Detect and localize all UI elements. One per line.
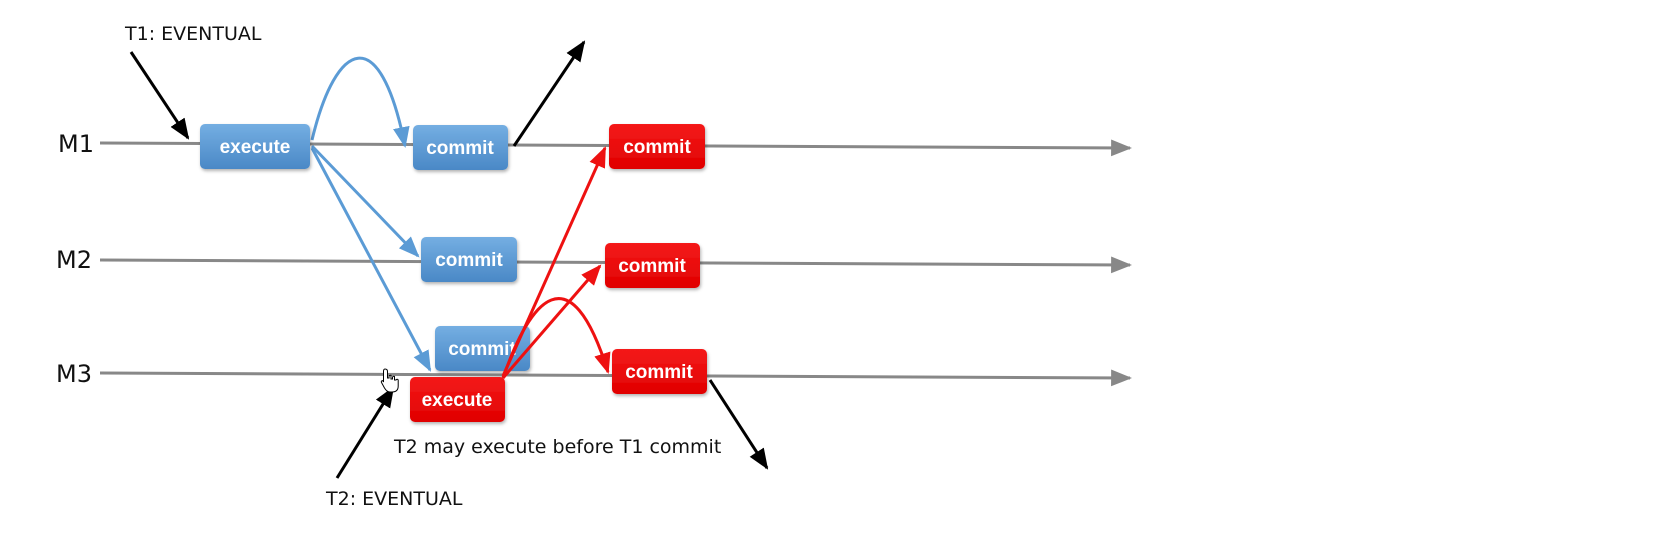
t1-start-arrow — [129, 51, 190, 140]
t1-arrow-to-m3-commit — [310, 147, 432, 372]
t1-execute-label: execute — [220, 137, 291, 158]
t2-commit-m1-box: commit — [609, 124, 705, 169]
lane-label-m3: M3 — [56, 360, 92, 388]
t2-arrow-to-m2-commit — [501, 264, 602, 379]
t1-execute-box: execute — [200, 124, 310, 169]
t1-arrow-to-m2-commit — [310, 144, 420, 258]
t1-commit-m1-box: commit — [413, 125, 508, 170]
t2-arrow-to-m3-commit — [501, 297, 611, 379]
t2-commit-m3-box: commit — [612, 349, 707, 394]
t1-commit-m3-box: commit — [435, 326, 530, 371]
t2-execute-label: execute — [422, 390, 493, 411]
t1-commit-m2-label: commit — [435, 250, 503, 271]
lane-label-m1: M1 — [58, 130, 94, 158]
t1-label: T1: EVENTUAL — [124, 23, 262, 45]
t2-commit-m1-label: commit — [623, 137, 691, 158]
lane-label-m2: M2 — [56, 246, 92, 274]
t1-commit-m2-box: commit — [421, 237, 517, 282]
note-text: T2 may execute before T1 commit — [393, 436, 721, 458]
t1-commit-m3-label: commit — [448, 339, 516, 360]
t2-execute-box: execute — [410, 377, 505, 422]
t1-commit-m1-label: commit — [426, 138, 494, 159]
t2-commit-m2-box: commit — [605, 243, 700, 288]
t2-end-arrow — [708, 379, 769, 470]
t1-end-arrow — [512, 40, 586, 147]
t1-arrow-to-m1-commit — [310, 56, 410, 149]
hand-cursor-icon — [380, 368, 399, 393]
t2-label: T2: EVENTUAL — [325, 488, 463, 510]
t2-commit-m3-label: commit — [625, 362, 693, 383]
t2-start-arrow — [335, 386, 395, 479]
t2-commit-m2-label: commit — [618, 256, 686, 277]
